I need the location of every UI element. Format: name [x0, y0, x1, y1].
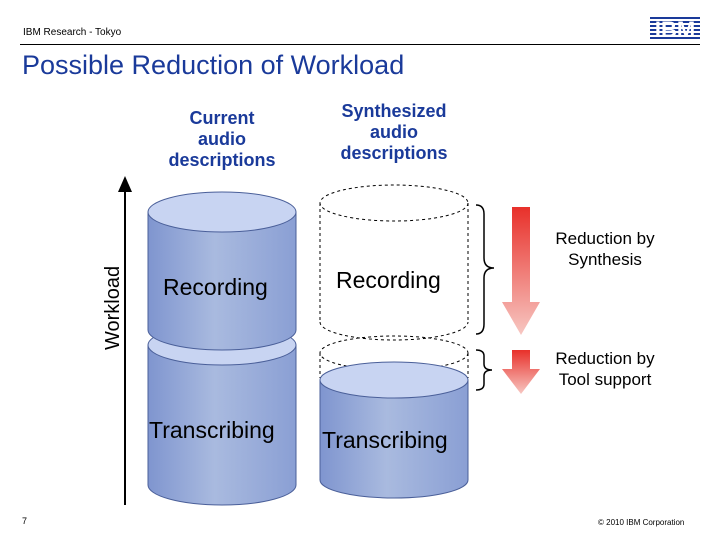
- ibm-logo: IBM: [650, 17, 700, 41]
- tool-support-annotation-line: Tool support: [558, 370, 652, 389]
- synthesis-annotation-line: Reduction by: [555, 229, 655, 248]
- current-heading-line: descriptions: [168, 150, 276, 170]
- synth-heading: Synthesized audio descriptions: [318, 101, 470, 164]
- synthesis-reduction-arrow: [502, 207, 540, 335]
- tool-support-annotation-line: Reduction by: [555, 349, 655, 368]
- slide-title: Possible Reduction of Workload: [22, 50, 405, 80]
- ibm-logo-text: IBM: [655, 17, 695, 41]
- workload-axis-label: Workload: [102, 265, 124, 350]
- synth-recording-label: Recording: [336, 267, 441, 293]
- brace-tool-support: [475, 349, 493, 391]
- synth-heading-line: descriptions: [340, 143, 448, 163]
- synth-transcribing-cylinder: [319, 361, 469, 499]
- tool-support-annotation: Reduction by Tool support: [544, 348, 666, 390]
- current-heading: Current audio descriptions: [148, 108, 296, 171]
- current-recording-label: Recording: [163, 274, 268, 300]
- header-rule: [20, 44, 700, 45]
- brace-synthesis: [475, 204, 495, 335]
- current-heading-line: Current: [189, 108, 255, 128]
- synth-transcribing-label: Transcribing: [322, 427, 448, 453]
- workload-axis-arrow: [118, 176, 132, 505]
- copyright: © 2010 IBM Corporation: [598, 518, 685, 527]
- current-heading-line: audio: [198, 129, 246, 149]
- header-org: IBM Research - Tokyo: [23, 27, 122, 38]
- current-recording-cylinder: [147, 191, 297, 351]
- synth-heading-line: audio: [370, 122, 418, 142]
- page-number: 7: [22, 516, 28, 526]
- synth-recording-dashed-cylinder: [319, 184, 469, 341]
- current-transcribing-label: Transcribing: [149, 417, 275, 443]
- synthesis-annotation: Reduction by Synthesis: [544, 228, 666, 270]
- synth-heading-line: Synthesized: [341, 101, 447, 121]
- synthesis-annotation-line: Synthesis: [568, 250, 642, 269]
- tool-support-reduction-arrow: [502, 350, 540, 394]
- current-transcribing-cylinder: [147, 324, 297, 506]
